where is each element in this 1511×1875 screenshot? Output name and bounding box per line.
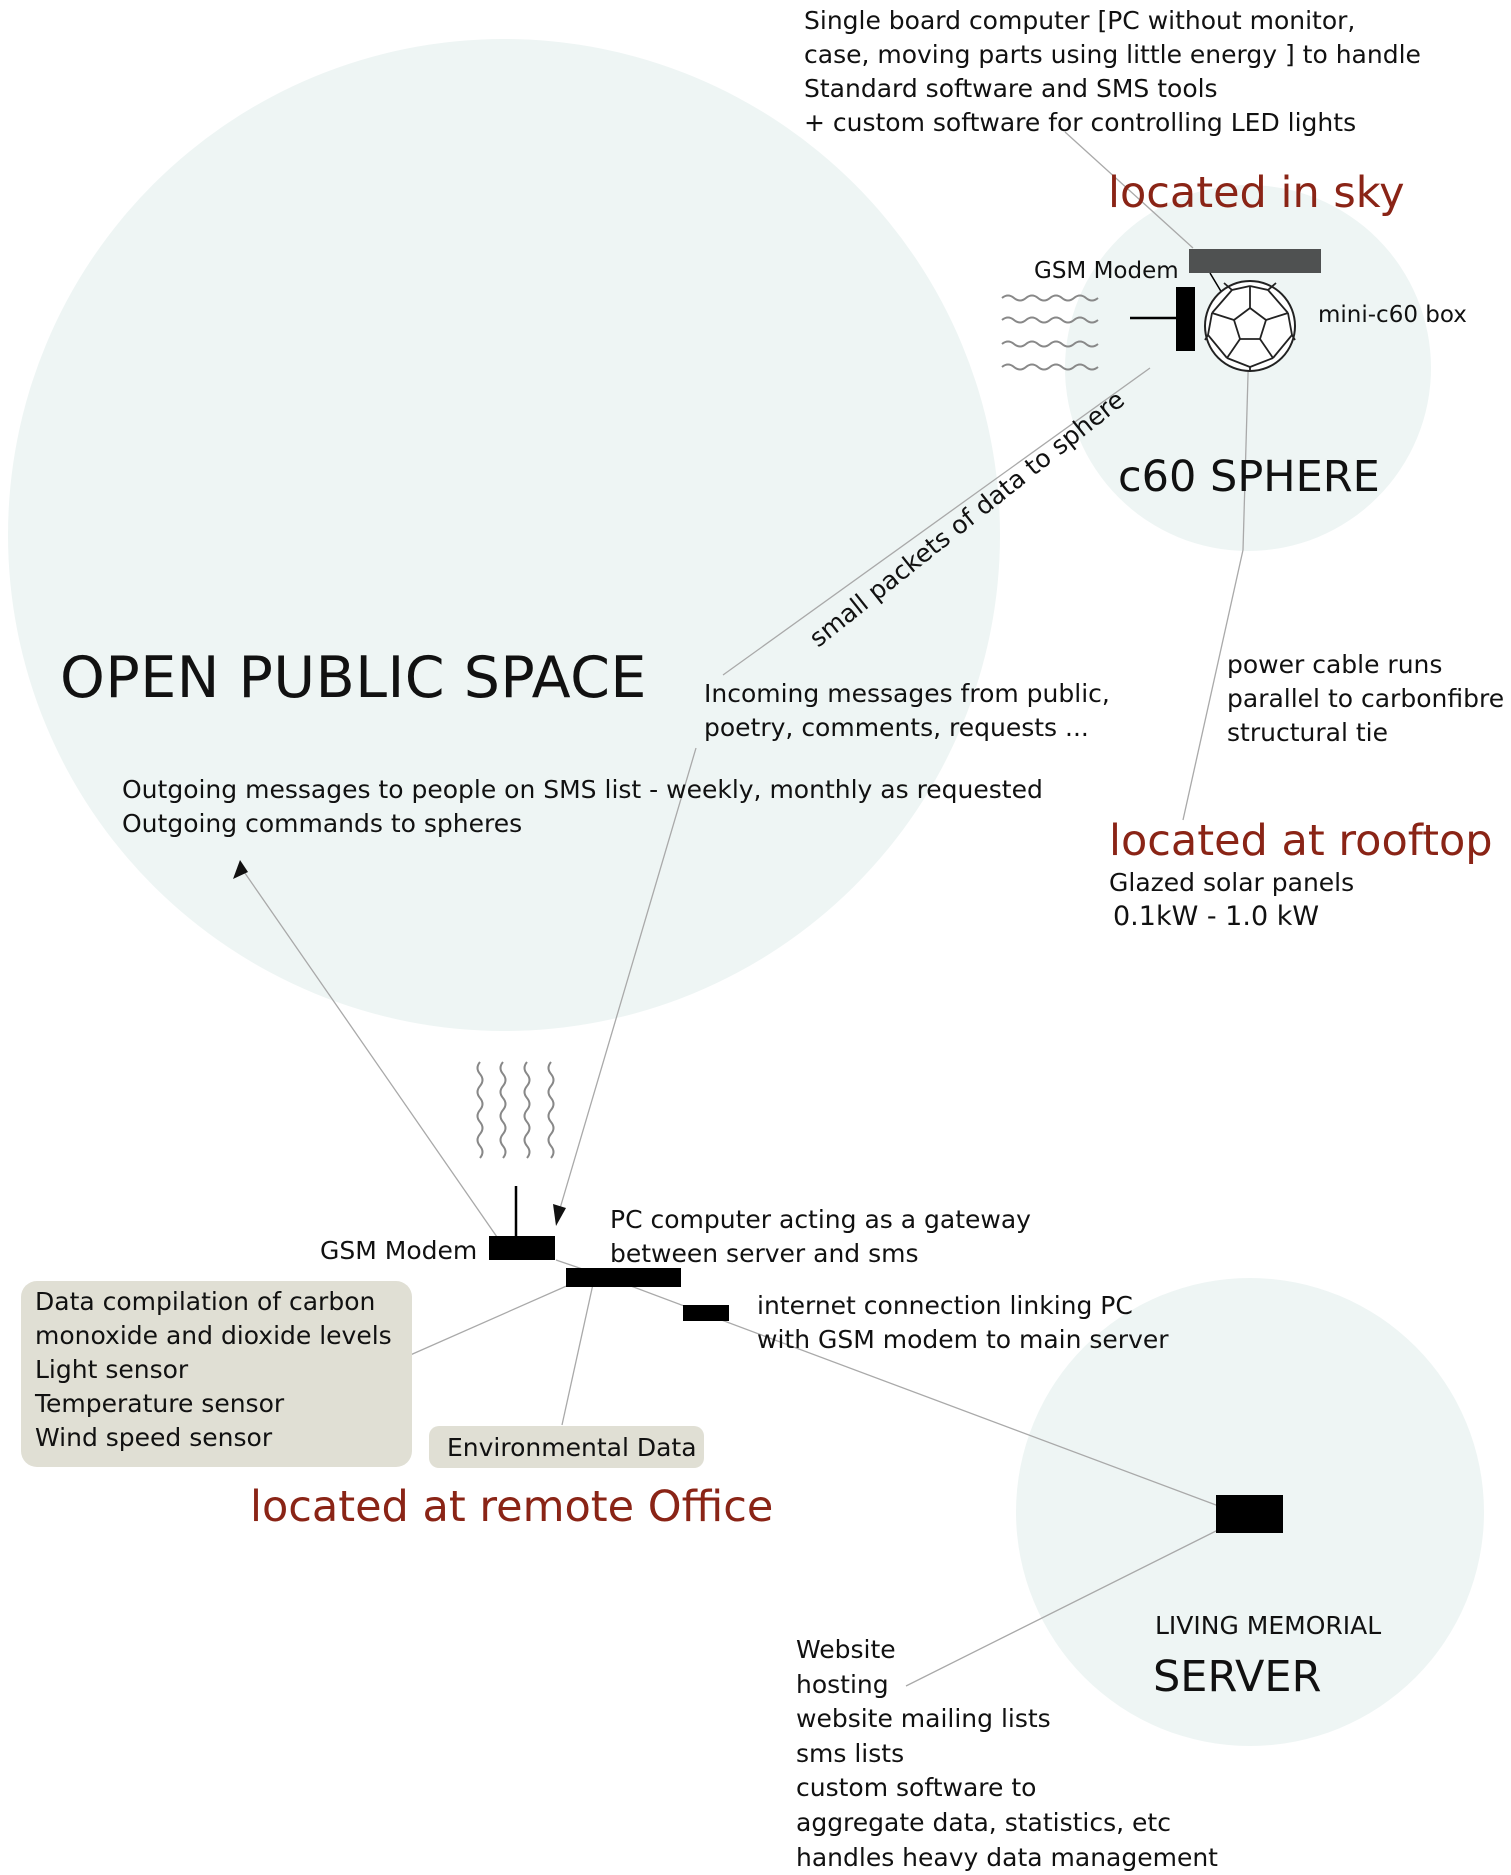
sbc-note: Single board computer [PC without monito… (804, 6, 1421, 137)
c60-sphere-label: c60 SPHERE (1118, 452, 1380, 502)
sbc-leader-line (1064, 131, 1194, 249)
internet-connection-note: internet connection linking PC with GSM … (757, 1291, 1169, 1354)
outgoing-line (239, 865, 498, 1238)
sky-gsm-modem (1176, 287, 1195, 351)
open-public-space-circle (8, 39, 1000, 1031)
sbc-to-box-line (1209, 272, 1223, 294)
rooftop-location-label: located at rooftop (1109, 816, 1493, 866)
power-cable-note: power cable runs parallel to carbonfibre… (1227, 650, 1505, 747)
power-cable-line-b (1182, 549, 1244, 821)
office-signal-waves (476, 1061, 555, 1159)
incoming-arrowhead (553, 1204, 566, 1226)
env-leader-line (561, 1274, 596, 1426)
mini-c60-box-icon (1204, 280, 1296, 372)
mini-c60-box-label: mini-c60 box (1318, 302, 1467, 328)
sky-location-label: located in sky (1108, 168, 1405, 218)
pc-gateway-note: PC computer acting as a gateway between … (610, 1205, 1031, 1268)
outgoing-arrowhead (233, 860, 248, 879)
server-device (1216, 1495, 1283, 1533)
office-location-label: located at remote Office (250, 1482, 774, 1532)
office-gsm-modem (489, 1236, 555, 1260)
incoming-messages-note: Incoming messages from public, poetry, c… (704, 679, 1110, 742)
environmental-data-label: Environmental Data (447, 1433, 697, 1462)
single-board-computer (1189, 249, 1321, 273)
open-public-space-title: OPEN PUBLIC SPACE (60, 645, 647, 711)
sensor-list: Data compilation of carbon monoxide and … (35, 1287, 392, 1452)
incoming-line (555, 747, 697, 1223)
server-subtitle: LIVING MEMORIAL (1155, 1611, 1382, 1640)
packets-line (722, 367, 1151, 676)
outgoing-messages-note: Outgoing messages to people on SMS list … (122, 775, 1043, 838)
office-gsm-modem-label: GSM Modem (320, 1236, 478, 1265)
sphere-signal-waves (1001, 294, 1099, 371)
sky-gsm-modem-label: GSM Modem (1034, 258, 1179, 284)
sensor-leader-line (407, 1272, 597, 1357)
internet-connection-device (683, 1305, 729, 1321)
solar-panel-label: Glazed solar panels (1109, 868, 1355, 897)
server-functions: Website hosting website mailing lists sm… (796, 1635, 1218, 1872)
environmental-data-box (429, 1426, 704, 1468)
pc-gateway (566, 1268, 681, 1287)
server-functions-line (905, 1529, 1219, 1687)
server-title: SERVER (1153, 1652, 1322, 1702)
sensor-data-box (21, 1281, 412, 1467)
solar-power-range: 0.1kW - 1.0 kW (1113, 901, 1320, 932)
